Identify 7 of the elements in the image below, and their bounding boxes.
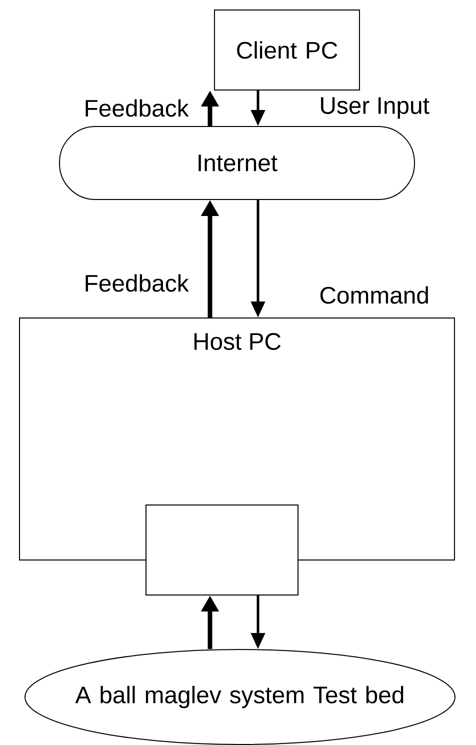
empty-box bbox=[146, 504, 298, 596]
edge-label: Feedback bbox=[82, 98, 190, 118]
edge-label: Command bbox=[318, 285, 430, 305]
process-box: Client PC bbox=[214, 10, 360, 90]
edge-label: Feedback bbox=[82, 273, 190, 293]
network-terminal: Internet bbox=[59, 126, 415, 200]
edge-label: User Input bbox=[318, 96, 430, 120]
